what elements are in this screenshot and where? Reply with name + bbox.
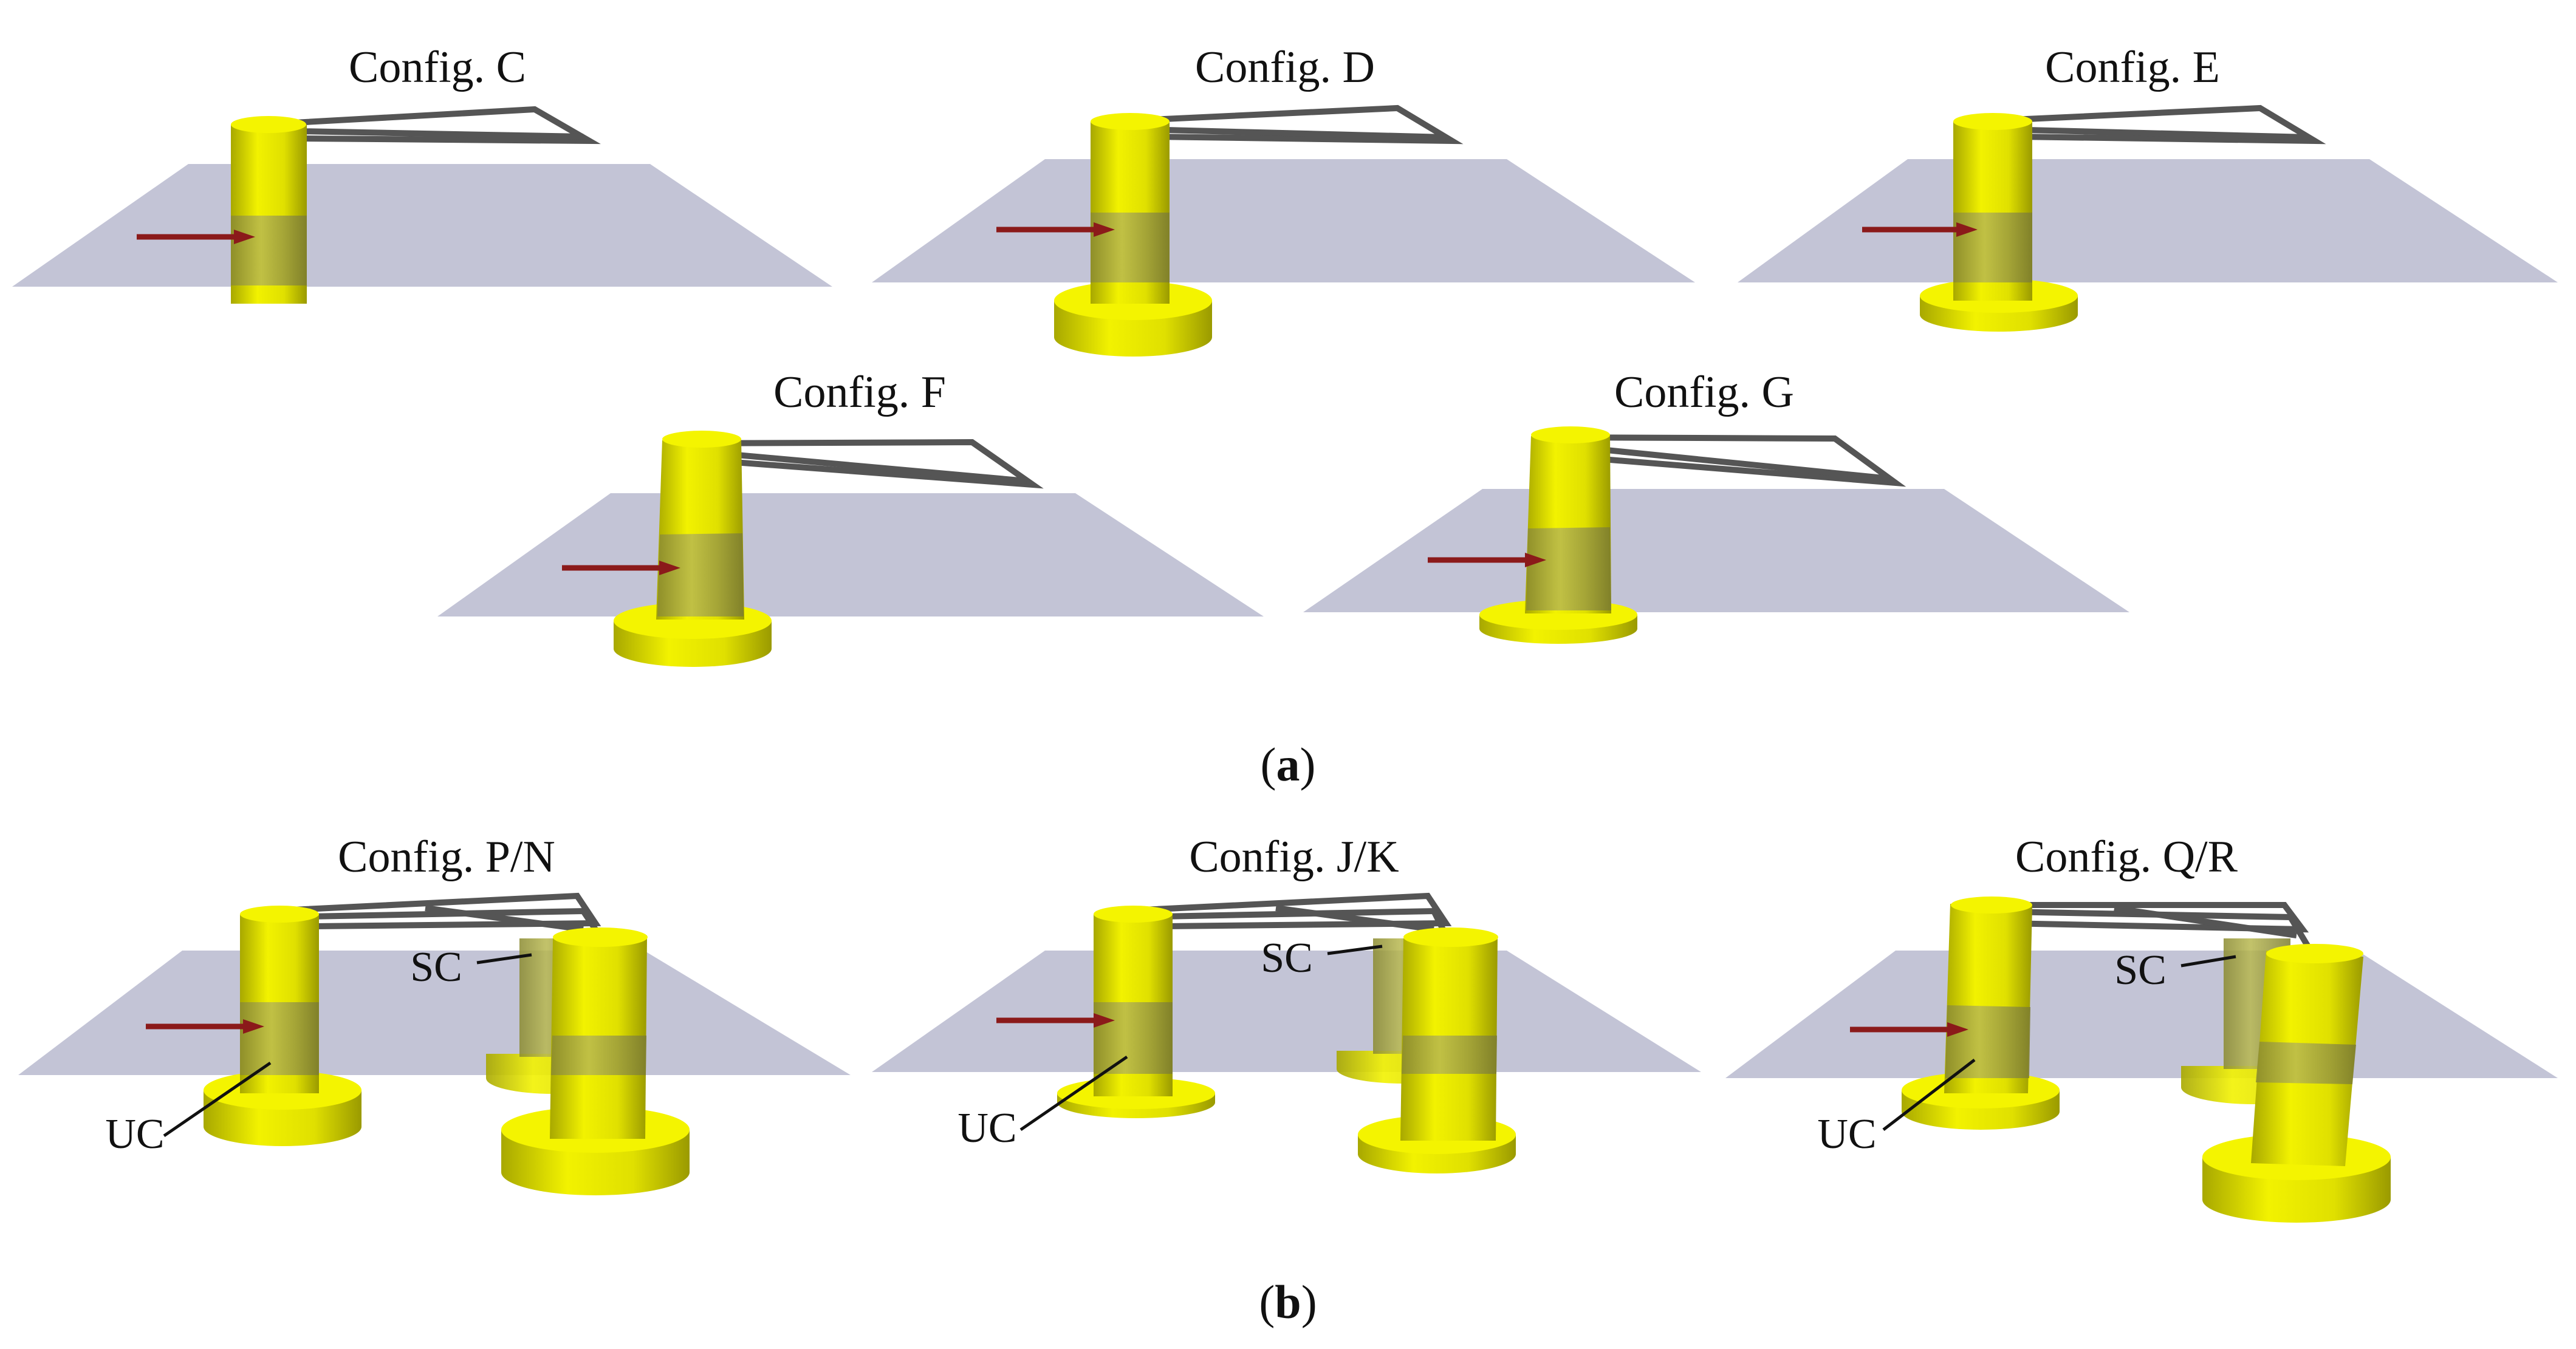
column-top xyxy=(1094,906,1173,923)
water-plane xyxy=(1303,489,2129,612)
config-e-scene: Config. E xyxy=(1738,43,2558,332)
column-top xyxy=(662,431,741,448)
submerged-band xyxy=(1526,527,1611,610)
config-f-scene: Config. F xyxy=(437,367,1264,667)
config-qr-title: Config. Q/R xyxy=(2015,832,2238,882)
wave-arrow xyxy=(137,230,255,244)
panel-a-letter: a xyxy=(1276,738,1300,791)
column-top xyxy=(1953,113,2032,130)
water-plane xyxy=(437,493,1264,616)
config-c-title: Config. C xyxy=(349,43,526,92)
wave-arrow xyxy=(996,1013,1115,1028)
wave-arrow xyxy=(562,561,680,575)
panel-b-label: (b) xyxy=(1259,1276,1317,1328)
submerged-band xyxy=(1094,1002,1173,1074)
uc-leader-line xyxy=(163,1061,272,1138)
config-d-title: Config. D xyxy=(1195,43,1375,92)
submerged-band xyxy=(551,1036,646,1075)
sc-callout: SC xyxy=(410,944,462,991)
config-qr-scene: Config. Q/R SC xyxy=(1725,832,2558,1223)
submerged-band xyxy=(231,216,307,285)
panel-a-label: (a) xyxy=(1261,738,1316,791)
wave-arrow xyxy=(1428,553,1546,567)
uc-leader-line xyxy=(1882,1059,1976,1131)
column-top xyxy=(1951,896,2032,914)
config-c-scene: Config. C xyxy=(12,43,832,304)
config-f-title: Config. F xyxy=(773,367,946,417)
uc-callout: UC xyxy=(1817,1111,1876,1158)
config-pn-title: Config. P/N xyxy=(338,832,555,882)
column-top xyxy=(553,927,648,947)
submerged-band xyxy=(657,533,744,616)
sc-leader-line xyxy=(476,953,532,965)
submerged-band xyxy=(240,1002,319,1075)
config-d-scene: Config. D xyxy=(872,43,1695,357)
water-plane xyxy=(872,159,1695,282)
submerged-band xyxy=(1953,213,2032,282)
column-top xyxy=(231,116,306,133)
sc-leader-line xyxy=(2180,955,2236,968)
panel-a: Config. C Config. D xyxy=(12,43,2558,791)
panel-b: Config. P/N xyxy=(18,832,2558,1328)
wave-arrow xyxy=(1850,1022,1968,1037)
uc-callout: UC xyxy=(957,1105,1016,1152)
sc-callout: SC xyxy=(2114,947,2167,994)
column-top xyxy=(240,906,319,923)
column-top xyxy=(1531,426,1610,443)
config-g-scene: Config. G xyxy=(1303,367,2129,644)
submerged-band xyxy=(1091,213,1170,282)
truss-arm xyxy=(260,106,601,145)
uc-callout: UC xyxy=(105,1111,164,1158)
water-plane xyxy=(12,164,832,287)
wave-arrow xyxy=(146,1019,264,1034)
sc-leader-line xyxy=(1327,944,1383,955)
config-g-title: Config. G xyxy=(1614,367,1794,417)
panel-b-letter: b xyxy=(1275,1276,1301,1328)
submerged-band xyxy=(1402,1036,1497,1074)
uc-leader-line xyxy=(1019,1055,1128,1132)
config-jk-title: Config. J/K xyxy=(1189,832,1399,882)
wave-arrow xyxy=(1862,222,1978,237)
column-top xyxy=(1091,113,1170,130)
water-plane xyxy=(1738,159,2558,282)
config-e-title: Config. E xyxy=(2045,43,2220,92)
config-jk-scene: Config. J/K SC xyxy=(872,832,1701,1173)
column-top xyxy=(2266,944,2363,963)
column-top xyxy=(1403,927,1498,947)
config-pn-scene: Config. P/N xyxy=(18,832,851,1195)
sc-callout: SC xyxy=(1261,935,1313,982)
wave-arrow xyxy=(996,222,1115,237)
submerged-band xyxy=(2256,1042,2356,1084)
submerged-band xyxy=(1945,1005,2030,1078)
